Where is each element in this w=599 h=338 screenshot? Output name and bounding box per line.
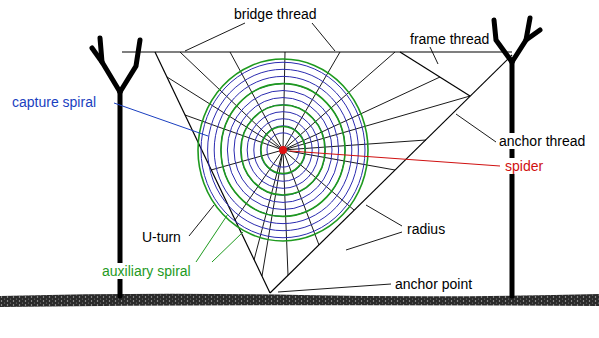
auxiliary-spiral-ring <box>221 84 345 217</box>
spider-dot <box>279 146 287 154</box>
capture-spiral-ring <box>247 112 319 189</box>
right-tree <box>494 18 540 296</box>
frame-label: frame thread <box>408 31 491 47</box>
spider-label: spider <box>503 158 545 174</box>
capture-spiral-ring <box>241 105 326 196</box>
auxiliary-spiral-ring <box>241 105 325 195</box>
capture-spiral-ring <box>234 98 332 203</box>
capture-spiral-ring <box>201 62 365 237</box>
anchor-point-label: anchor point <box>393 276 474 292</box>
radius-threads <box>167 52 470 276</box>
radius-line <box>283 150 288 275</box>
capture-spiral-ring <box>214 76 352 223</box>
leader-lines <box>185 23 496 292</box>
auxiliary-spiral-ring <box>198 59 368 241</box>
spider-leader <box>290 151 500 166</box>
capture-spiral-ring <box>221 83 345 216</box>
capture-spiral-ring <box>254 119 312 181</box>
ground <box>0 294 599 307</box>
capture-spiral-ring <box>267 133 299 167</box>
radius-label: radius <box>405 221 447 237</box>
bridge-label: bridge thread <box>232 6 319 22</box>
anchor-thread-label: anchor thread <box>497 133 587 149</box>
radius-line <box>283 52 285 150</box>
capture-spiral-ring <box>227 91 338 210</box>
uturn-label: U-turn <box>140 229 183 245</box>
capture-spiral-ring <box>260 126 305 174</box>
frame-threads <box>122 52 512 293</box>
auxiliary-label: auxiliary spiral <box>100 263 193 279</box>
capture-spiral-ring <box>208 69 359 230</box>
auxiliary-leader <box>196 214 243 262</box>
capture-leader <box>114 103 208 136</box>
capture-label: capture spiral <box>10 94 98 110</box>
spirals <box>198 59 368 241</box>
auxiliary-spiral-ring <box>261 126 305 173</box>
left-tree <box>92 38 140 296</box>
